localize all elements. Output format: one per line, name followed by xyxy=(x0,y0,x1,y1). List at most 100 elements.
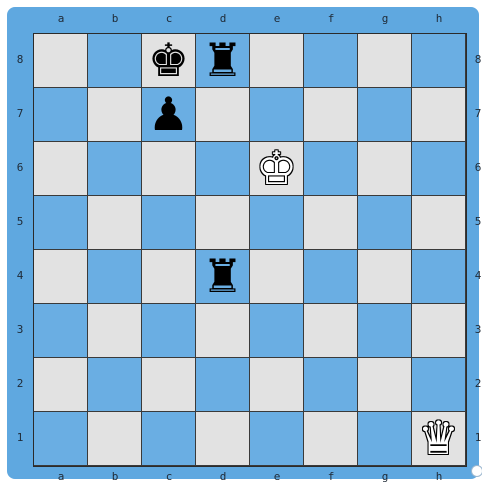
square-d5[interactable] xyxy=(196,196,250,250)
square-c4[interactable] xyxy=(142,250,196,304)
chess-board: ♚ ♜ ♟ ♚ ♜ ♛ xyxy=(33,33,467,467)
rank-label-5-left: 5 xyxy=(13,216,27,230)
black-rook-piece[interactable]: ♜ xyxy=(202,253,243,299)
square-b5[interactable] xyxy=(88,196,142,250)
square-b8[interactable] xyxy=(88,34,142,88)
square-f8[interactable] xyxy=(304,34,358,88)
square-d7[interactable] xyxy=(196,88,250,142)
rank-label-4-right: 4 xyxy=(471,270,482,284)
rank-label-8-left: 8 xyxy=(13,54,27,68)
square-e7[interactable] xyxy=(250,88,304,142)
square-f2[interactable] xyxy=(304,358,358,412)
square-a5[interactable] xyxy=(34,196,88,250)
square-c6[interactable] xyxy=(142,142,196,196)
square-d6[interactable] xyxy=(196,142,250,196)
square-f7[interactable] xyxy=(304,88,358,142)
square-c8[interactable]: ♚ xyxy=(142,34,196,88)
square-g8[interactable] xyxy=(358,34,412,88)
square-b6[interactable] xyxy=(88,142,142,196)
square-h4[interactable] xyxy=(412,250,466,304)
rank-label-6-left: 6 xyxy=(13,162,27,176)
white-king-piece[interactable]: ♚ xyxy=(256,145,297,191)
square-a1[interactable] xyxy=(34,412,88,466)
square-c1[interactable] xyxy=(142,412,196,466)
square-c7[interactable]: ♟ xyxy=(142,88,196,142)
square-e5[interactable] xyxy=(250,196,304,250)
black-pawn-piece[interactable]: ♟ xyxy=(148,91,189,137)
file-label-h-bottom: h xyxy=(412,471,466,485)
square-b4[interactable] xyxy=(88,250,142,304)
square-h6[interactable] xyxy=(412,142,466,196)
square-g1[interactable] xyxy=(358,412,412,466)
square-c3[interactable] xyxy=(142,304,196,358)
square-f5[interactable] xyxy=(304,196,358,250)
square-a4[interactable] xyxy=(34,250,88,304)
square-f4[interactable] xyxy=(304,250,358,304)
file-label-d-bottom: d xyxy=(196,471,250,485)
square-d2[interactable] xyxy=(196,358,250,412)
square-a6[interactable] xyxy=(34,142,88,196)
file-label-a-bottom: a xyxy=(34,471,88,485)
square-c2[interactable] xyxy=(142,358,196,412)
square-e4[interactable] xyxy=(250,250,304,304)
file-label-d-top: d xyxy=(196,13,250,27)
rank-label-2-left: 2 xyxy=(13,378,27,392)
square-d3[interactable] xyxy=(196,304,250,358)
square-h1[interactable]: ♛ xyxy=(412,412,466,466)
file-label-c-top: c xyxy=(142,13,196,27)
square-g7[interactable] xyxy=(358,88,412,142)
rank-label-2-right: 2 xyxy=(471,378,482,392)
square-b7[interactable] xyxy=(88,88,142,142)
black-rook-piece[interactable]: ♜ xyxy=(202,37,243,83)
black-king-piece[interactable]: ♚ xyxy=(148,37,189,83)
square-a8[interactable] xyxy=(34,34,88,88)
file-label-e-top: e xyxy=(250,13,304,27)
square-e2[interactable] xyxy=(250,358,304,412)
square-a7[interactable] xyxy=(34,88,88,142)
square-e3[interactable] xyxy=(250,304,304,358)
square-d1[interactable] xyxy=(196,412,250,466)
rank-label-6-right: 6 xyxy=(471,162,482,176)
square-h2[interactable] xyxy=(412,358,466,412)
rank-label-3-right: 3 xyxy=(471,324,482,338)
rank-label-7-right: 7 xyxy=(471,108,482,122)
square-h8[interactable] xyxy=(412,34,466,88)
white-queen-piece[interactable]: ♛ xyxy=(418,415,459,461)
square-e1[interactable] xyxy=(250,412,304,466)
square-b3[interactable] xyxy=(88,304,142,358)
square-h3[interactable] xyxy=(412,304,466,358)
square-e8[interactable] xyxy=(250,34,304,88)
square-a2[interactable] xyxy=(34,358,88,412)
square-a3[interactable] xyxy=(34,304,88,358)
square-h5[interactable] xyxy=(412,196,466,250)
file-label-f-top: f xyxy=(304,13,358,27)
square-g3[interactable] xyxy=(358,304,412,358)
square-b2[interactable] xyxy=(88,358,142,412)
file-label-c-bottom: c xyxy=(142,471,196,485)
file-label-h-top: h xyxy=(412,13,466,27)
square-g5[interactable] xyxy=(358,196,412,250)
file-label-g-bottom: g xyxy=(358,471,412,485)
square-g4[interactable] xyxy=(358,250,412,304)
rank-label-8-right: 8 xyxy=(471,54,482,68)
square-g2[interactable] xyxy=(358,358,412,412)
square-d8[interactable]: ♜ xyxy=(196,34,250,88)
rank-label-1-left: 1 xyxy=(13,432,27,446)
file-label-b-bottom: b xyxy=(88,471,142,485)
rank-label-5-right: 5 xyxy=(471,216,482,230)
square-c5[interactable] xyxy=(142,196,196,250)
square-f3[interactable] xyxy=(304,304,358,358)
file-label-e-bottom: e xyxy=(250,471,304,485)
square-f1[interactable] xyxy=(304,412,358,466)
square-g6[interactable] xyxy=(358,142,412,196)
square-e6[interactable]: ♚ xyxy=(250,142,304,196)
square-b1[interactable] xyxy=(88,412,142,466)
square-h7[interactable] xyxy=(412,88,466,142)
square-f6[interactable] xyxy=(304,142,358,196)
rank-label-3-left: 3 xyxy=(13,324,27,338)
file-label-f-bottom: f xyxy=(304,471,358,485)
side-to-move-indicator xyxy=(471,465,482,477)
file-label-b-top: b xyxy=(88,13,142,27)
square-d4[interactable]: ♜ xyxy=(196,250,250,304)
